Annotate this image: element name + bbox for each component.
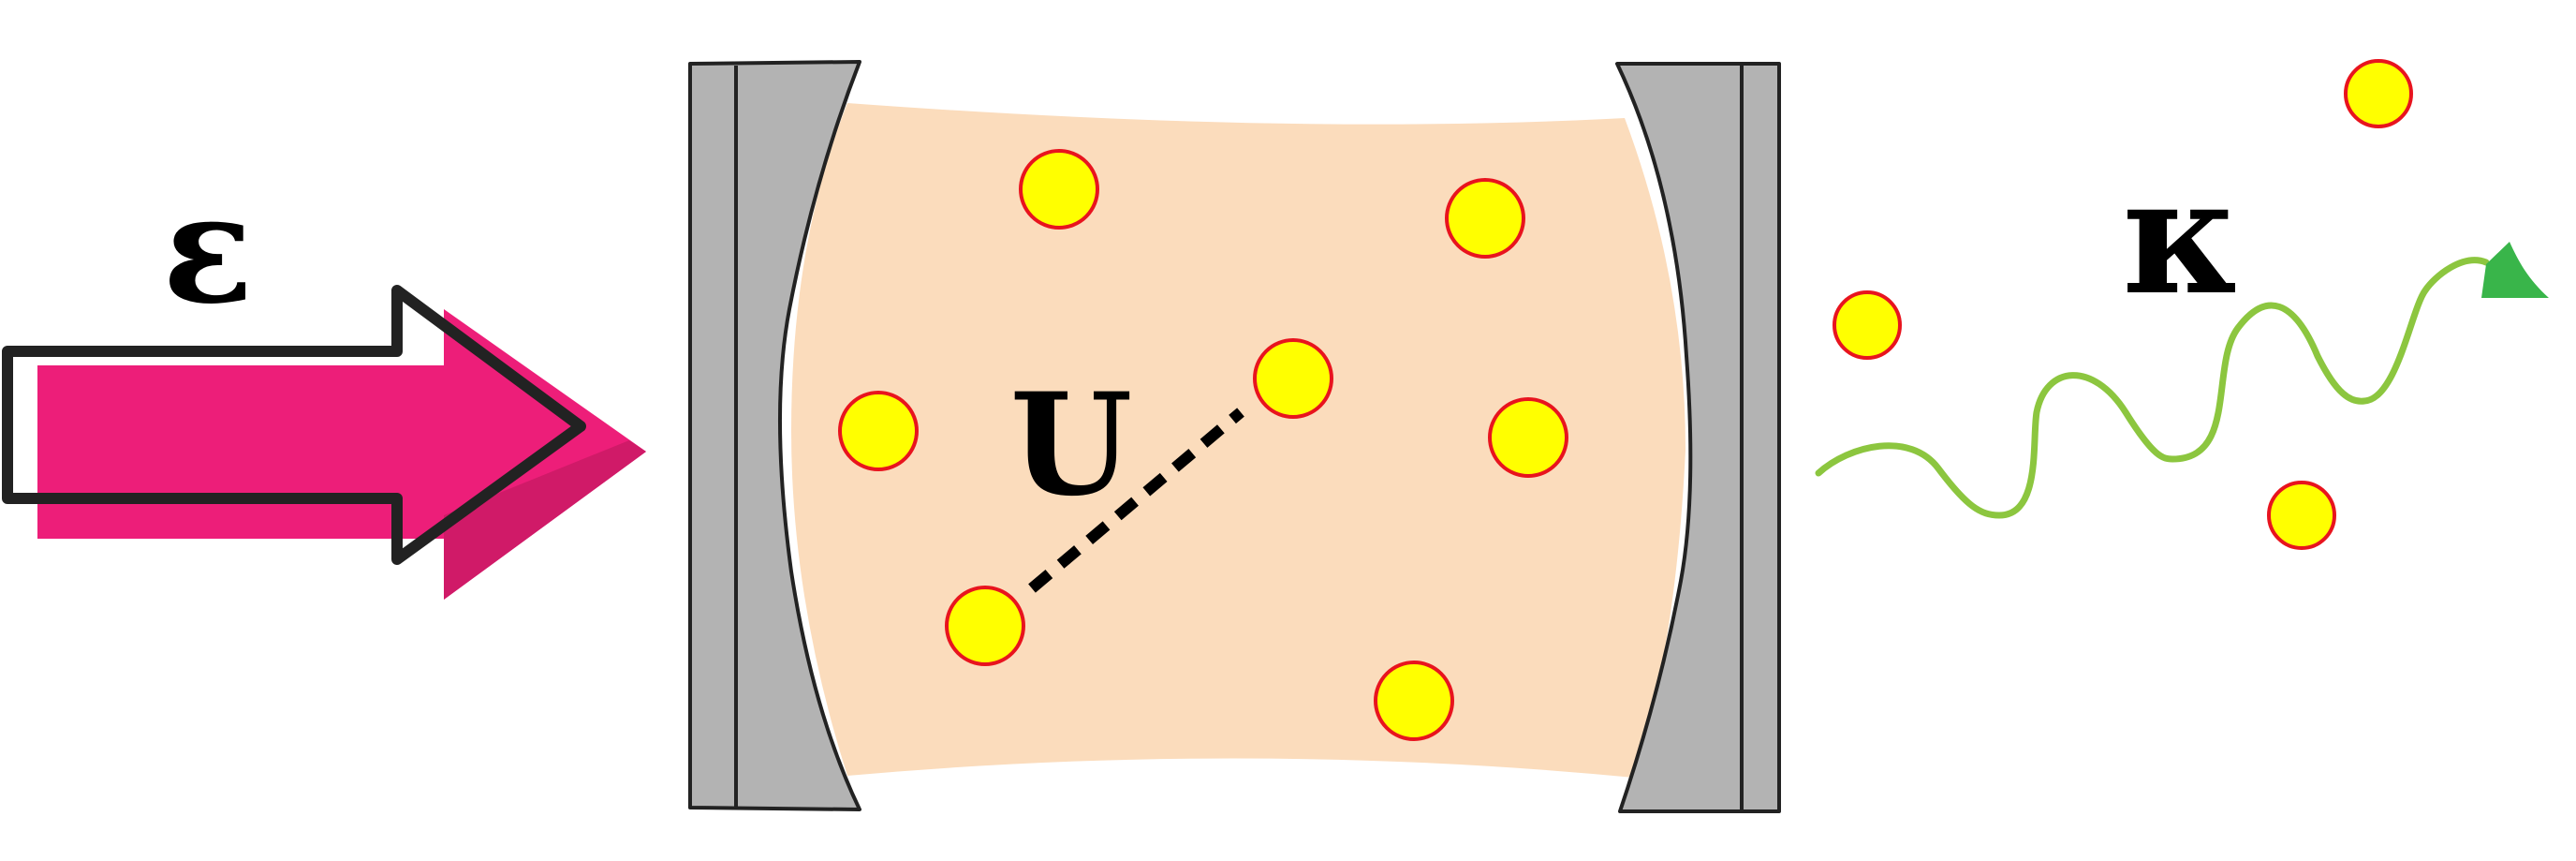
atom-inside-cavity: [945, 586, 1025, 666]
atom-inside-cavity: [1445, 178, 1525, 259]
leaking-photon: [1815, 242, 2549, 519]
atom-inside-cavity: [838, 391, 919, 471]
atom-inside-cavity: [1019, 149, 1099, 230]
interaction-bond: [1028, 408, 1244, 593]
drive-arrow: [2, 285, 646, 600]
atom-inside-cavity: [1253, 338, 1333, 419]
left-mirror: [688, 60, 861, 811]
atom-outside-cavity: [2344, 59, 2413, 128]
interaction-label: U: [1010, 363, 1133, 527]
atom-inside-cavity: [1488, 397, 1568, 478]
atom-inside-cavity: [1374, 661, 1454, 741]
right-mirror: [1615, 62, 1781, 813]
drive-strength-label: ε: [162, 161, 253, 337]
decay-rate-label: κ: [2122, 143, 2241, 331]
atoms: [838, 59, 2413, 741]
atom-outside-cavity: [2267, 481, 2336, 550]
atom-outside-cavity: [1833, 290, 1902, 360]
